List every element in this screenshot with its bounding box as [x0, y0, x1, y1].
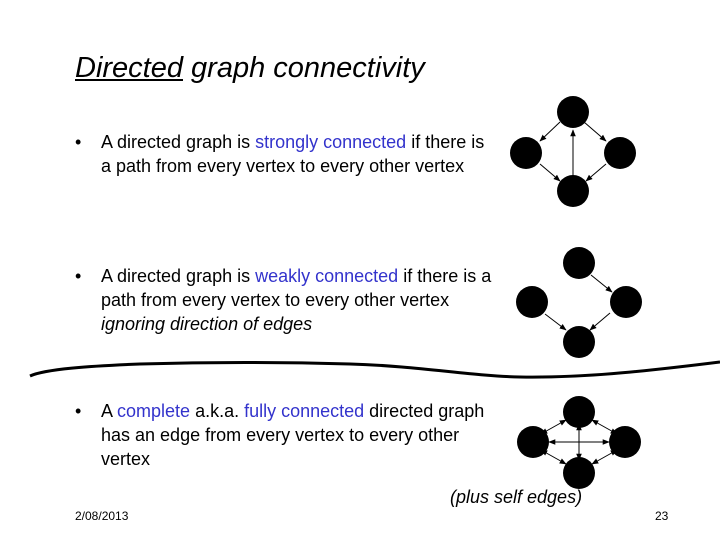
bullet-text: A directed graph is [101, 132, 256, 152]
separator-freehand-line [29, 360, 720, 379]
edge-arrow [539, 121, 561, 142]
strongly-connected-graph [510, 96, 636, 207]
edge-arrow [583, 121, 607, 142]
term-strongly-connected: strongly connected [255, 132, 407, 152]
bullet-emphasis: ignoring direction of edges [101, 314, 313, 334]
graph-vertex [510, 137, 542, 169]
edge-arrow [539, 163, 561, 182]
graph-vertex [557, 96, 589, 128]
term-fully-connected: fully connected [244, 401, 365, 421]
graph-vertex [604, 137, 636, 169]
bullet-marker: • [75, 132, 82, 152]
title-rest: graph connectivity [183, 52, 425, 84]
graph-vertex [563, 247, 595, 279]
edge-arrow [544, 313, 567, 331]
edge-arrow [590, 274, 613, 293]
graph-vertex [517, 426, 549, 458]
bullet-text: A [101, 401, 118, 421]
term-weakly-connected: weakly connected [255, 266, 399, 286]
graph-vertex [610, 286, 642, 318]
bullet-text: a.k.a. [190, 401, 245, 421]
graph-vertex [557, 175, 589, 207]
bullet-text: directed graph has an edge from every ve… [101, 401, 485, 469]
edge-arrow [589, 312, 611, 331]
bullet-strongly-connected: • A directed graph is strongly connected… [75, 130, 495, 178]
bullet-weakly-connected: • A directed graph is weakly connected i… [75, 264, 495, 336]
graph-vertex [563, 326, 595, 358]
graph-vertex [609, 426, 641, 458]
term-complete: complete [117, 401, 191, 421]
self-edges-note: (plus self edges) [450, 487, 583, 507]
graph-vertex [516, 286, 548, 318]
graph-vertex [563, 457, 595, 489]
complete-graph [517, 396, 641, 489]
bullet-complete: • A complete a.k.a. fully connected dire… [75, 399, 495, 471]
bullet-text: if there is a path from every vertex to … [101, 132, 485, 176]
title-underlined-word: Directed [75, 52, 183, 84]
bullet-marker: • [75, 401, 82, 421]
bullet-marker: • [75, 266, 82, 286]
edge-arrow [585, 163, 607, 182]
weakly-connected-graph [516, 247, 642, 358]
bullet-text: A directed graph is [101, 266, 256, 286]
page-number: 23 [655, 509, 669, 523]
slide-title: Directed graph connectivity [75, 52, 425, 85]
footer-date: 2/08/2013 [75, 509, 129, 523]
graph-vertex [563, 396, 595, 428]
bullet-text: if there is a path from every vertex to … [101, 266, 492, 310]
